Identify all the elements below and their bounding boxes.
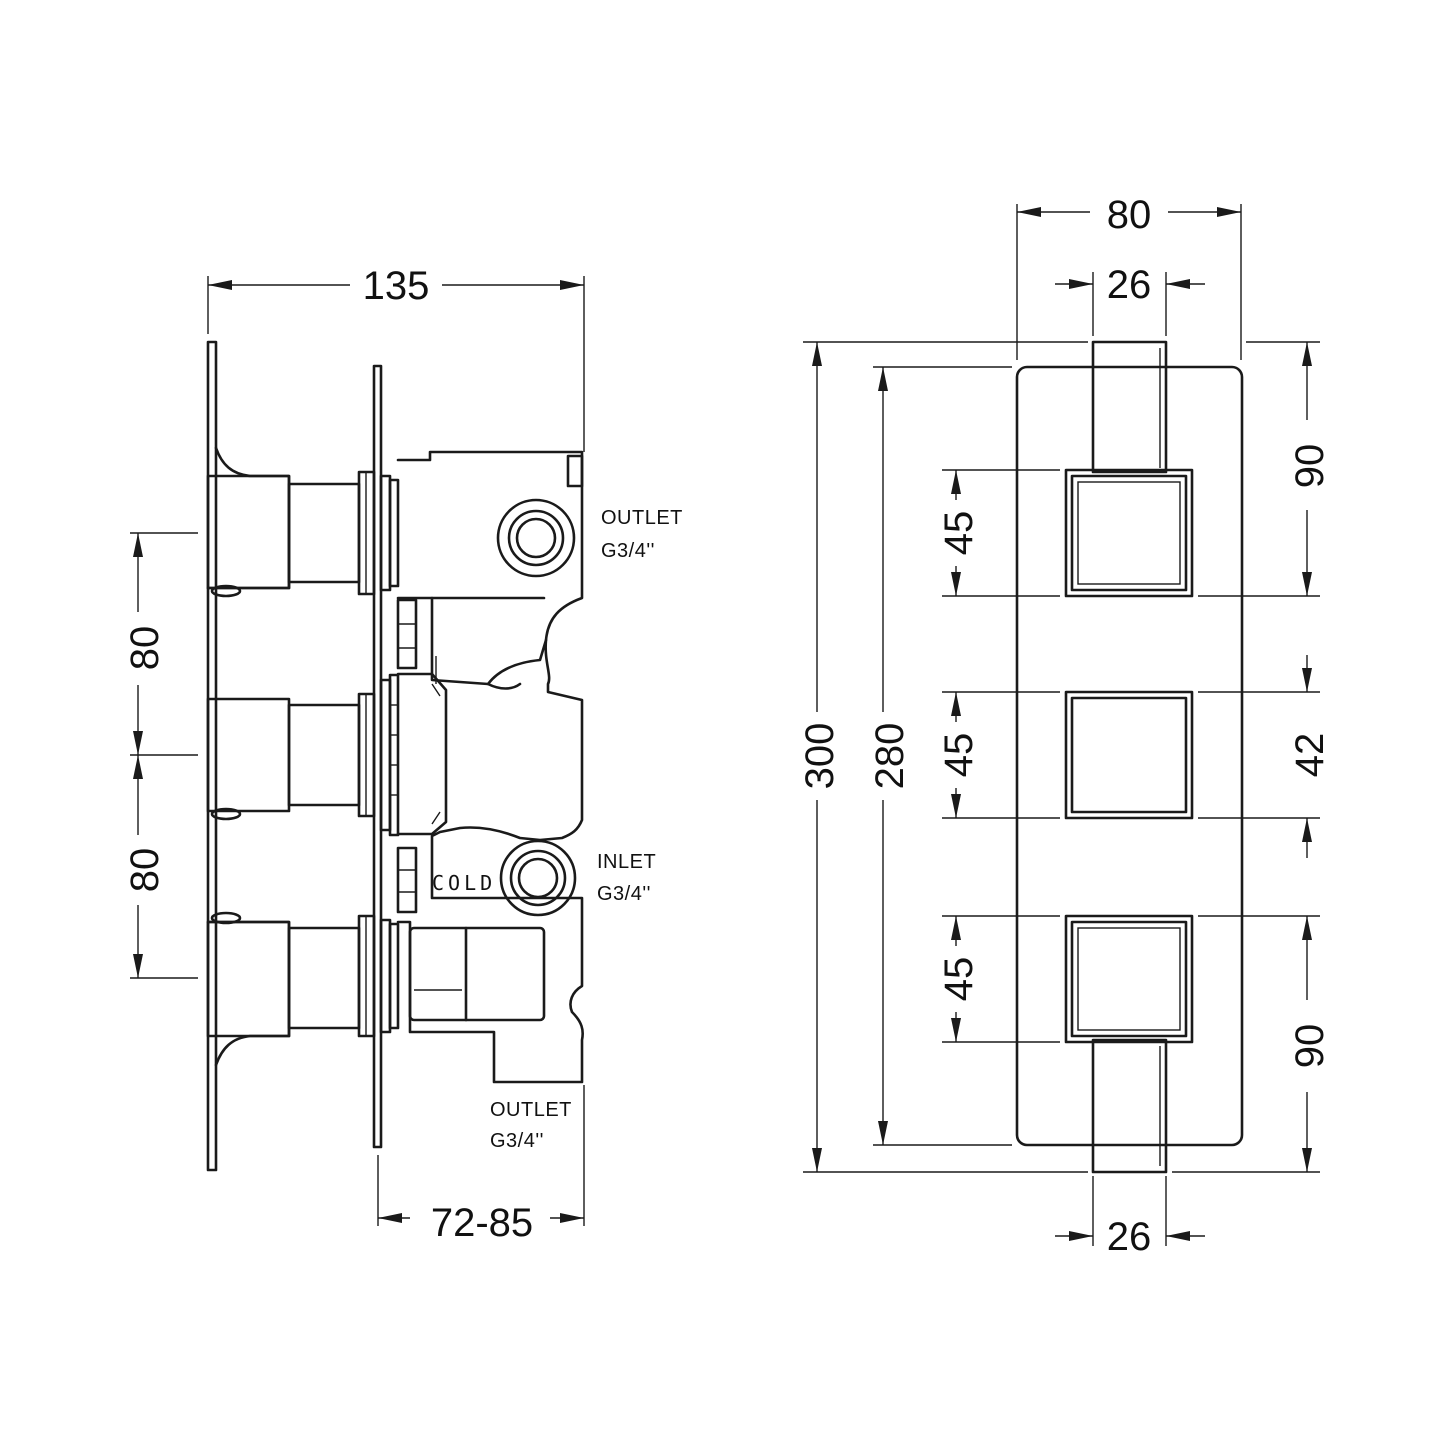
middle-knob — [1064, 690, 1194, 820]
inlet-label: INLET — [597, 851, 656, 873]
outlet-top-label: OUTLET — [601, 507, 683, 529]
svg-text:26: 26 — [1107, 1215, 1152, 1259]
dimension-plate-width: 80 — [1016, 193, 1242, 360]
top-lever — [206, 446, 291, 590]
bottom-handle-body — [206, 920, 291, 1038]
bottom-collar — [357, 914, 400, 1038]
front-view: 80 26 26 — [798, 193, 1332, 1259]
dimension-bottom-section: 90 — [1172, 915, 1332, 1173]
svg-text:80: 80 — [123, 848, 167, 893]
middle-spindle — [287, 703, 361, 807]
middle-collar — [357, 673, 400, 837]
bottom-spindle — [287, 926, 361, 1030]
inlet-thread: G3/4'' — [597, 883, 651, 905]
svg-text:72-85: 72-85 — [431, 1201, 533, 1245]
dimension-knob-gap: 42 — [1198, 655, 1332, 858]
dimension-top-section: 90 — [1198, 341, 1332, 597]
dimension-handle-spacing: 80 80 — [123, 532, 198, 979]
body-notch — [566, 454, 584, 488]
svg-text:300: 300 — [798, 723, 842, 790]
dimension-overall-height: 300 — [798, 341, 1088, 1173]
middle-handle-cap — [210, 807, 242, 821]
outlet-bottom-thread: G3/4'' — [490, 1130, 544, 1152]
svg-text:135: 135 — [363, 264, 430, 308]
dimension-overall-depth: 135 — [207, 264, 585, 452]
svg-text:45: 45 — [937, 733, 981, 778]
side-view: COLD OUTLET G3/4'' INLET G3/4'' OUTLET G… — [123, 264, 683, 1245]
top-lever-front — [1091, 340, 1168, 474]
thermo-cartridge — [396, 672, 448, 836]
upper-cartridge — [430, 596, 548, 686]
top-spindle — [287, 482, 361, 584]
svg-text:26: 26 — [1107, 263, 1152, 307]
valve-body-outline — [396, 450, 584, 1084]
svg-text:80: 80 — [123, 626, 167, 671]
svg-text:280: 280 — [868, 723, 912, 790]
top-knob — [1064, 468, 1194, 598]
bottom-handle-cap — [210, 911, 242, 925]
wall-plate-outline — [372, 364, 383, 1149]
dimension-install-depth: 72-85 — [377, 1085, 585, 1245]
front-plate — [1015, 365, 1244, 1147]
top-handle-cap — [210, 584, 242, 598]
stop-blocks — [396, 598, 418, 914]
top-collar — [357, 470, 400, 596]
outlet-bottom-label: OUTLET — [490, 1099, 572, 1121]
outlet-top-thread: G3/4'' — [601, 540, 655, 562]
outlet-port-top — [496, 498, 576, 578]
dimension-lever-width-top: 26 — [1055, 263, 1205, 336]
bottom-knob — [1064, 914, 1194, 1044]
svg-text:42: 42 — [1288, 733, 1332, 778]
bottom-lever — [206, 920, 291, 1067]
inlet-port — [499, 839, 577, 917]
svg-text:90: 90 — [1288, 1024, 1332, 1069]
svg-text:45: 45 — [937, 511, 981, 556]
bottom-lever-front — [1091, 1038, 1168, 1174]
dimension-knob-heights: 45 45 45 — [937, 469, 1060, 1043]
svg-text:45: 45 — [937, 957, 981, 1002]
lever-plate-outline — [206, 340, 218, 1172]
dimension-plate-height: 280 — [868, 366, 1012, 1146]
svg-text:80: 80 — [1107, 193, 1152, 237]
svg-text:90: 90 — [1288, 444, 1332, 489]
cold-label: COLD — [432, 871, 496, 895]
middle-handle-body — [206, 697, 291, 813]
dimension-lever-width-bottom: 26 — [1055, 1176, 1205, 1259]
outlet-block-bottom — [408, 926, 546, 1022]
top-handle-body — [206, 474, 291, 590]
